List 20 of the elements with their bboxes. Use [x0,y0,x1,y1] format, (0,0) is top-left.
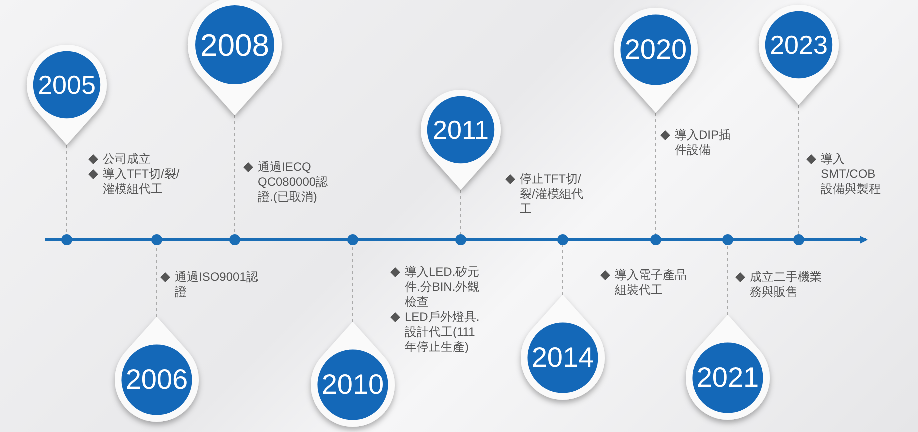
milestone-text: 停止TFT切/裂/灌模組代工 [520,172,584,216]
year-pin: 2011 [421,90,501,190]
milestone-text: 通過IECQ QC080000認證.(已取消) [258,160,328,204]
year-pin: 2008 [188,0,282,116]
milestone-text: 導入TFT切/裂/灌模組代工 [103,167,180,196]
year-pin: 2021 [686,315,770,420]
node-label: 2023 [770,30,828,60]
milestone-text: 通過ISO9001認證 [175,270,258,299]
year-pin: 2006 [115,317,199,422]
milestone-text: 成立二手機業務與販售 [750,270,822,299]
milestone-text: 導入LED.矽元件.分BIN.外觀檢查 [405,265,480,309]
year-pin: 2014 [521,295,605,400]
year-pin: 2010 [311,322,395,427]
milestone-text: 導入DIP插件設備 [675,128,732,157]
milestone-text: LED戶外燈具.設計代工(111年停止生產) [405,310,480,354]
year-pin: 2005 [27,45,107,145]
milestone-text: 公司成立 [103,152,151,166]
milestone-text: 導入SMT/COB設備與製程 [821,152,881,196]
milestone-text: 導入電子產品組裝代工 [615,268,687,297]
year-pin: 2020 [614,8,698,113]
